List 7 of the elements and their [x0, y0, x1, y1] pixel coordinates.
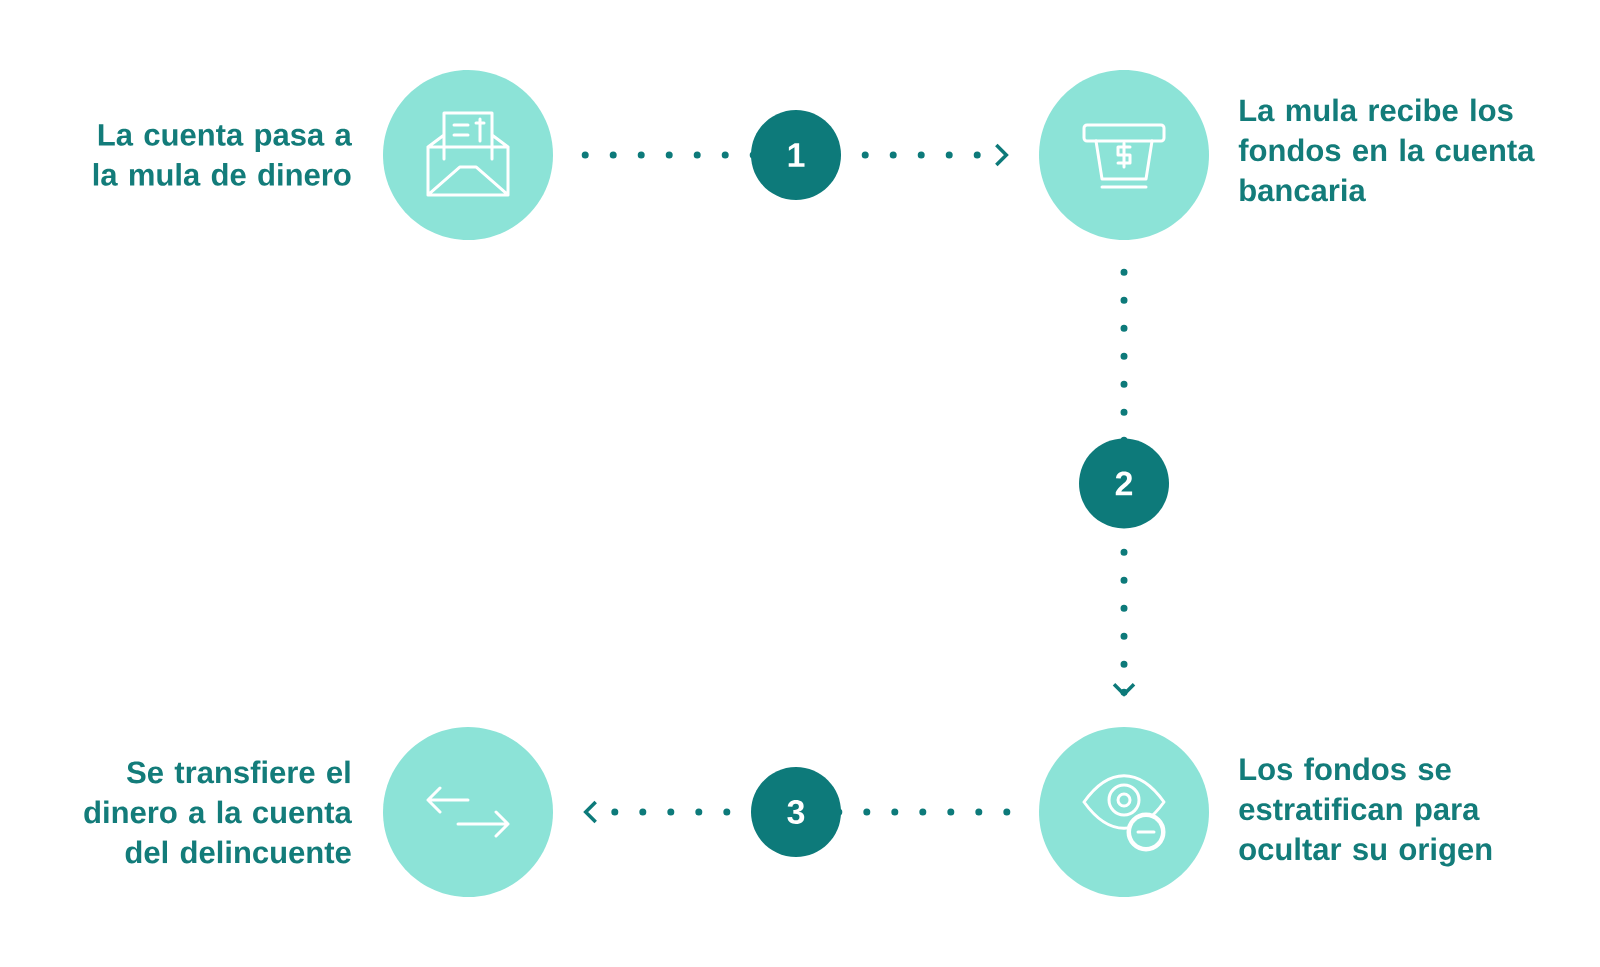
step-number: 3: [751, 767, 841, 857]
step-caption: La cuenta pasa a la mula de dinero: [93, 124, 352, 186]
step-caption: La mula recibe los fondos en la cuenta bancaria: [1238, 98, 1535, 202]
step-number: 2: [1079, 438, 1169, 529]
step-caption: Los fondos se estratifican para ocultar su origen: [1239, 757, 1492, 867]
step-caption: Se transfiere el dinero a la cuenta del delincuente: [84, 760, 352, 864]
step-number: 1: [751, 110, 841, 200]
